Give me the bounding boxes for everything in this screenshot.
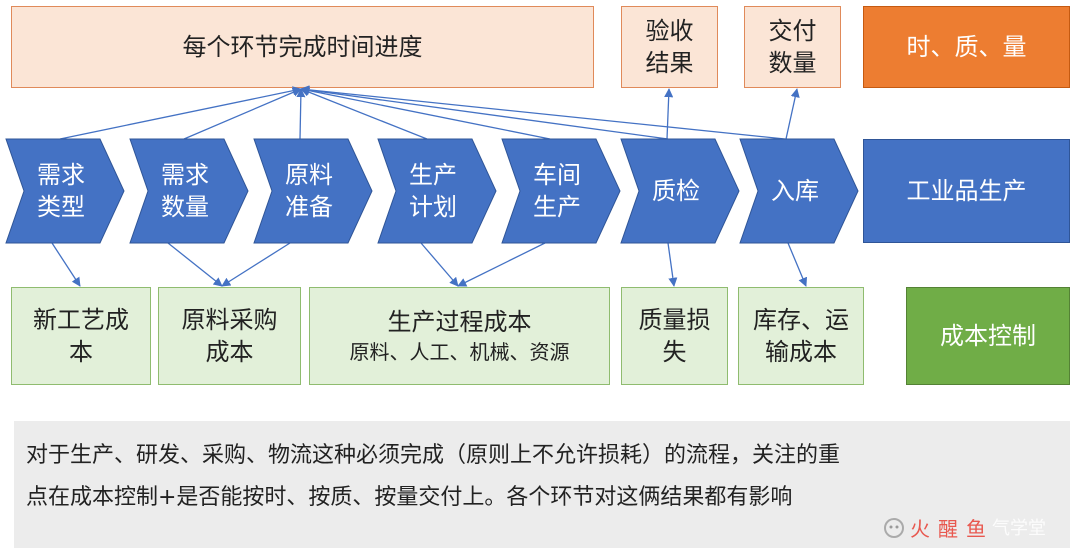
arrow-step3-to-progress xyxy=(296,88,306,140)
arrow-storage-to-cost5 xyxy=(787,242,808,287)
arrow-storage-to-delivery xyxy=(785,88,800,140)
arrow-step7-to-progress xyxy=(300,85,786,140)
arrow-step5-to-progress xyxy=(300,86,551,140)
arrow-step6-to-progress xyxy=(300,85,669,140)
cost-material-purchase: 原料采购 成本 xyxy=(158,287,301,385)
delivery-quantity-box: 交付 数量 xyxy=(744,6,841,88)
watermark-logo: 火 醒 鱼 气学堂 xyxy=(884,517,1046,541)
summary-line-1: 对于生产、研发、采购、物流这种必须完成（原则上不允许损耗）的流程，关注的重 xyxy=(26,443,841,468)
step-label-7: 入库 xyxy=(771,177,819,205)
chevron-step-demand-quantity xyxy=(129,138,249,244)
chevron-step-storage xyxy=(739,138,859,244)
arrow-step1-to-progress xyxy=(59,86,302,140)
step-label-2: 需求 数量 xyxy=(161,161,209,221)
cost-production-process: 生产过程成本 原料、人工、机械、资源 xyxy=(309,287,610,385)
arrow-step5-to-cost3 xyxy=(457,242,546,287)
cost-new-process: 新工艺成 本 xyxy=(11,287,151,385)
process-flow-graphics xyxy=(5,85,859,287)
chevron-step-material-prep xyxy=(253,138,373,244)
cost-storage-transport-label: 库存、运 输成本 xyxy=(753,306,849,366)
delivery-quantity-label: 交付 数量 xyxy=(768,17,817,77)
summary-line-2: 点在成本控制+是否能按时、按质、按量交付上。各个环节对这俩结果都有影响 xyxy=(26,485,793,510)
arrow-step1-to-cost1 xyxy=(51,242,81,287)
step-label-3: 原料 准备 xyxy=(285,161,333,221)
step-label-4: 生产 计划 xyxy=(409,161,457,221)
arrow-step4-to-progress xyxy=(300,87,428,140)
time-quality-quantity-label: 时、质、量 xyxy=(906,33,1027,61)
step-label-5: 车间 生产 xyxy=(533,161,581,221)
progress-box-label: 每个环节完成时间进度 xyxy=(182,33,423,61)
cost-control-label: 成本控制 xyxy=(940,322,1036,350)
arrow-step2-to-progress xyxy=(183,88,302,140)
cost-new-process-label: 新工艺成 本 xyxy=(33,306,129,366)
svg-text:火: 火 xyxy=(910,517,930,541)
industrial-production-label: 工业品生产 xyxy=(906,177,1027,205)
arrow-step4-to-cost3 xyxy=(420,242,459,287)
chevron-step-demand-type xyxy=(5,138,125,244)
summary-note: 对于生产、研发、采购、物流这种必须完成（原则上不允许损耗）的流程，关注的重 点在… xyxy=(14,421,1070,548)
watermark-text: 气学堂 xyxy=(992,518,1046,539)
svg-text:醒: 醒 xyxy=(938,517,958,541)
cost-quality-loss-label: 质量损 失 xyxy=(638,306,711,366)
chevron-step-workshop-production xyxy=(501,138,621,244)
cost-production-process-sub: 原料、人工、机械、资源 xyxy=(349,340,570,364)
svg-text:鱼: 鱼 xyxy=(966,517,986,541)
industrial-production-box: 工业品生产 xyxy=(863,139,1070,243)
arrow-qc-to-cost4 xyxy=(667,242,678,287)
arrow-step2-to-cost2 xyxy=(167,242,223,287)
acceptance-result-label: 验收 结果 xyxy=(645,17,694,77)
cost-storage-transport: 库存、运 输成本 xyxy=(738,287,864,385)
arrow-step3-to-cost2 xyxy=(221,242,291,287)
time-quality-quantity-box: 时、质、量 xyxy=(863,6,1070,88)
cost-production-process-label: 生产过程成本 xyxy=(387,308,532,336)
chevron-step-quality-check xyxy=(620,138,740,244)
acceptance-result-box: 验收 结果 xyxy=(621,6,718,88)
progress-box: 每个环节完成时间进度 xyxy=(11,6,594,88)
cost-control-box: 成本控制 xyxy=(906,287,1070,385)
step-label-1: 需求 类型 xyxy=(37,161,85,221)
cost-material-purchase-label: 原料采购 成本 xyxy=(181,306,278,366)
chevron-step-production-plan xyxy=(377,138,497,244)
cost-quality-loss: 质量损 失 xyxy=(621,287,728,385)
step-label-6: 质检 xyxy=(652,177,700,205)
arrow-qc-to-acceptance xyxy=(664,88,674,140)
